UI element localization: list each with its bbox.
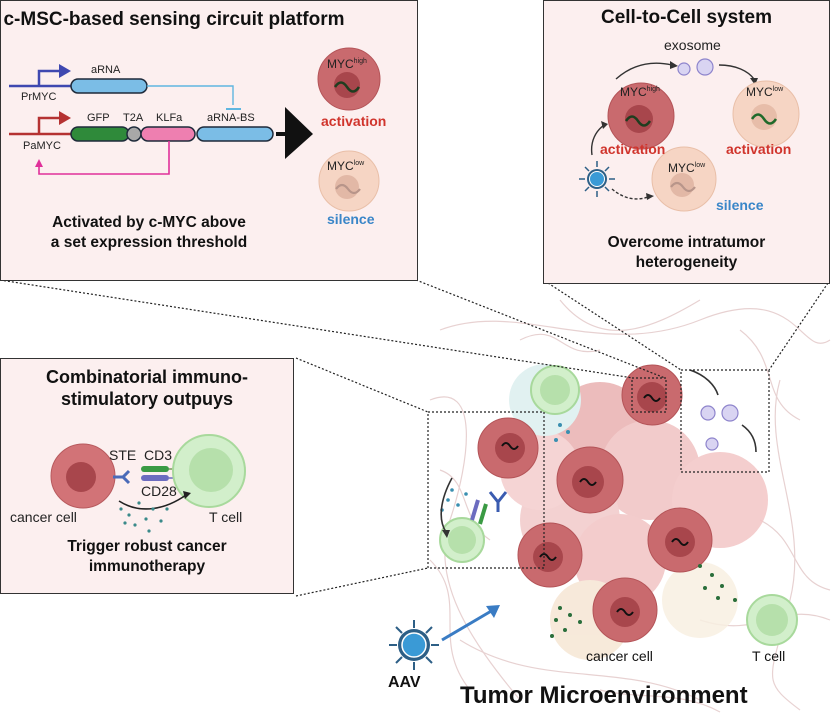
ste-antibody-scene <box>488 491 508 512</box>
immuno-drawing <box>50 434 246 533</box>
ste-label: STE <box>109 447 137 463</box>
release-arrow <box>440 477 453 533</box>
cell-to-cell-title: Cell-to-Cell system <box>600 7 773 28</box>
klfa-label: KLFa <box>156 112 183 124</box>
t-cell-top <box>530 365 580 415</box>
gfp-label: GFP <box>87 112 110 124</box>
cell-to-cell-panel: Cell-to-Cell system exosome <box>543 0 830 284</box>
c2c-subtitle-line1: Overcome intratumor <box>607 234 766 251</box>
c2c-activation-left: activation <box>600 141 666 157</box>
arna-bs-label: aRNA-BS <box>207 112 255 124</box>
c2c-silence-label: silence <box>716 197 764 213</box>
genetic-circuit <box>9 47 381 212</box>
promoter-prmyc-label: PrMYC <box>21 91 57 103</box>
tme-title: Tumor Microenvironment <box>460 682 748 709</box>
circuit-silence-label: silence <box>327 211 375 227</box>
arna-bs-part <box>196 126 274 142</box>
tme-cancer-cell-label: cancer cell <box>586 648 653 664</box>
circuit-subtitle: Activated by c-MYC above a set expressio… <box>0 213 417 253</box>
secreted-dots <box>440 423 570 512</box>
circuit-subtitle-line1: Activated by c-MYC above <box>52 214 246 231</box>
aav-icon <box>389 620 439 670</box>
cd3-label: CD3 <box>144 447 173 463</box>
cd28-label: CD28 <box>141 483 177 499</box>
promoter-pamyc-label: PaMYC <box>23 140 61 152</box>
cytokine-dots <box>550 564 737 638</box>
receptors-scene <box>470 499 488 525</box>
t2a-label: T2A <box>123 112 144 124</box>
tme-t-cell-label: T cell <box>752 648 786 664</box>
circuit-title: c-MSC-based sensing circuit platform <box>3 9 345 30</box>
aav-label: AAV <box>388 674 421 691</box>
c2c-subtitle: Overcome intratumor heterogeneity <box>544 233 829 273</box>
circuit-panel: c-MSC-based sensing circuit platform PrM <box>0 0 418 281</box>
exosome-arrow-in <box>689 369 719 396</box>
t2a-part <box>126 126 142 142</box>
klfa-part <box>140 126 196 142</box>
immuno-subtitle-line2: immunotherapy <box>88 558 206 576</box>
c2c-myc-high-label: MYChigh <box>620 85 660 99</box>
myc-low-label: MYClow <box>327 159 365 173</box>
c2c-myc-low-active-label: MYClow <box>746 85 784 99</box>
immuno-title-line2: stimulatory outpuys <box>60 388 234 409</box>
immuno-panel: Combinatorial immuno- stimulatory outpuy… <box>0 358 294 594</box>
aav-arrow <box>441 605 500 642</box>
immuno-subtitle: Trigger robust cancer immunotherapy <box>1 537 293 577</box>
c2c-activation-right: activation <box>726 141 792 157</box>
immuno-subtitle-line1: Trigger robust cancer <box>67 538 227 555</box>
circuit-activation-label: activation <box>321 113 387 129</box>
immuno-cancer-cell-label: cancer cell <box>10 509 77 525</box>
exosomes-scene <box>700 404 739 451</box>
t-cell-left <box>439 517 485 563</box>
exosome-arrow-out <box>741 424 757 453</box>
arna-label: aRNA <box>91 64 121 76</box>
zoom-boxes <box>0 279 829 597</box>
immuno-t-cell-label: T cell <box>209 509 243 525</box>
circuit-subtitle-line2: a set expression threshold <box>50 234 248 252</box>
myc-high-label: MYChigh <box>327 57 367 71</box>
arna-part <box>70 78 148 94</box>
gfp-part <box>70 126 130 142</box>
c2c-subtitle-line2: heterogeneity <box>635 254 738 272</box>
c2c-myc-low-silent-label: MYClow <box>668 161 706 175</box>
immuno-title-line1: Combinatorial immuno- <box>46 367 248 387</box>
output-arrow <box>285 107 313 159</box>
myc-squiggles <box>501 394 689 616</box>
cell-to-cell-drawing <box>579 58 800 212</box>
immuno-title: Combinatorial immuno- stimulatory outpuy… <box>1 367 293 410</box>
exosome-label: exosome <box>664 37 721 53</box>
t-cell-right <box>746 594 798 646</box>
